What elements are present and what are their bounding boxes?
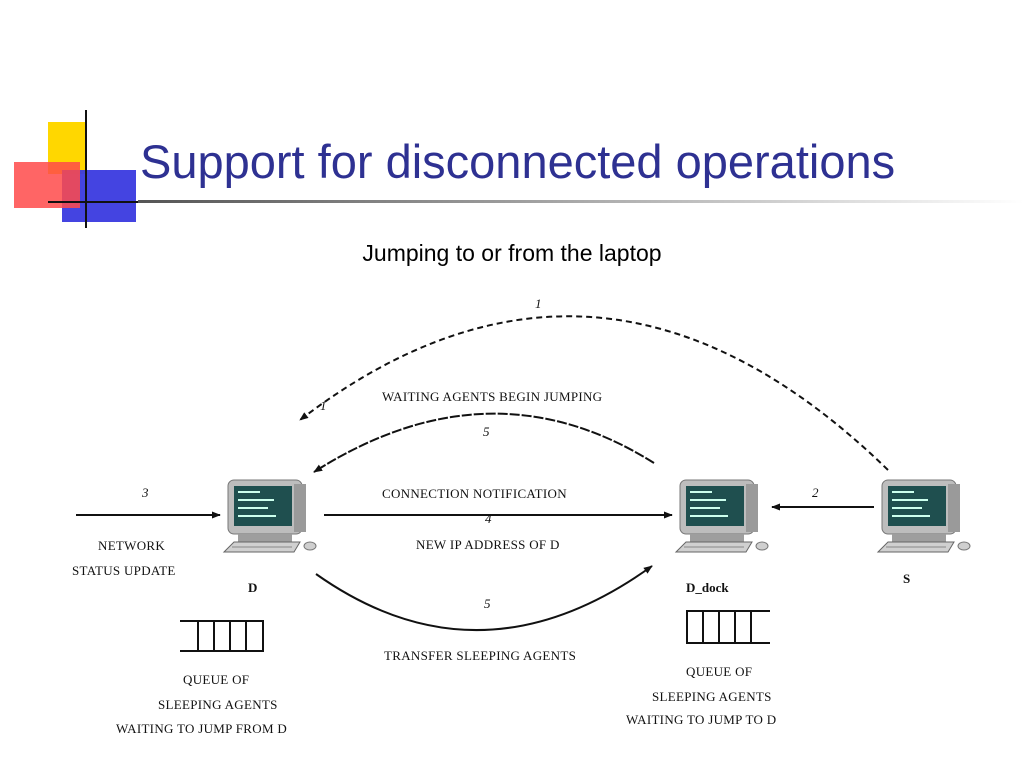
step-number-1-arrowhead: 1 xyxy=(320,398,327,413)
label-transfer: TRANSFER SLEEPING AGENTS xyxy=(384,648,576,663)
label-network-line2: STATUS UPDATE xyxy=(72,563,176,578)
computer-icon-d xyxy=(223,479,317,553)
label-queue-dock-line3: WAITING TO JUMP TO D xyxy=(626,712,776,727)
arc-s-to-d xyxy=(299,315,889,471)
queue-icon-d-dock xyxy=(686,610,770,644)
step-number-1: 1 xyxy=(535,296,542,311)
step-number-2: 2 xyxy=(812,485,819,500)
step-number-5-bottom: 5 xyxy=(484,596,491,611)
title-underline xyxy=(138,200,1024,203)
step-number-4: 4 xyxy=(485,511,492,526)
label-new-ip: NEW IP ADDRESS OF D xyxy=(416,537,560,552)
deco-red-square xyxy=(14,162,80,208)
label-network-line1: NETWORK xyxy=(98,538,165,553)
label-waiting-agents: WAITING AGENTS BEGIN JUMPING xyxy=(382,389,602,404)
arc-dock-to-d xyxy=(313,412,655,473)
node-label-d: D xyxy=(248,580,257,595)
label-queue-dock-line1: QUEUE OF xyxy=(686,664,752,679)
label-queue-dock-line2: SLEEPING AGENTS xyxy=(652,689,772,704)
slide-title: Support for disconnected operations xyxy=(140,135,896,188)
node-label-d-dock: D_dock xyxy=(686,580,729,595)
node-label-s: S xyxy=(903,571,910,586)
step-number-3: 3 xyxy=(141,485,149,500)
slide-subtitle: Jumping to or from the laptop xyxy=(362,240,662,266)
computer-icon-d-dock xyxy=(675,479,769,553)
step-number-5-top: 5 xyxy=(483,424,490,439)
label-queue-d-line3: WAITING TO JUMP FROM D xyxy=(116,721,287,736)
computer-icon-s xyxy=(877,479,971,553)
label-connection-notification: CONNECTION NOTIFICATION xyxy=(382,486,567,501)
label-queue-d-line1: QUEUE OF xyxy=(183,672,249,687)
arc-transfer-sleeping-agents xyxy=(315,565,653,631)
queue-icon-d xyxy=(180,620,264,652)
title-decoration xyxy=(14,110,160,228)
label-queue-d-line2: SLEEPING AGENTS xyxy=(158,697,278,712)
